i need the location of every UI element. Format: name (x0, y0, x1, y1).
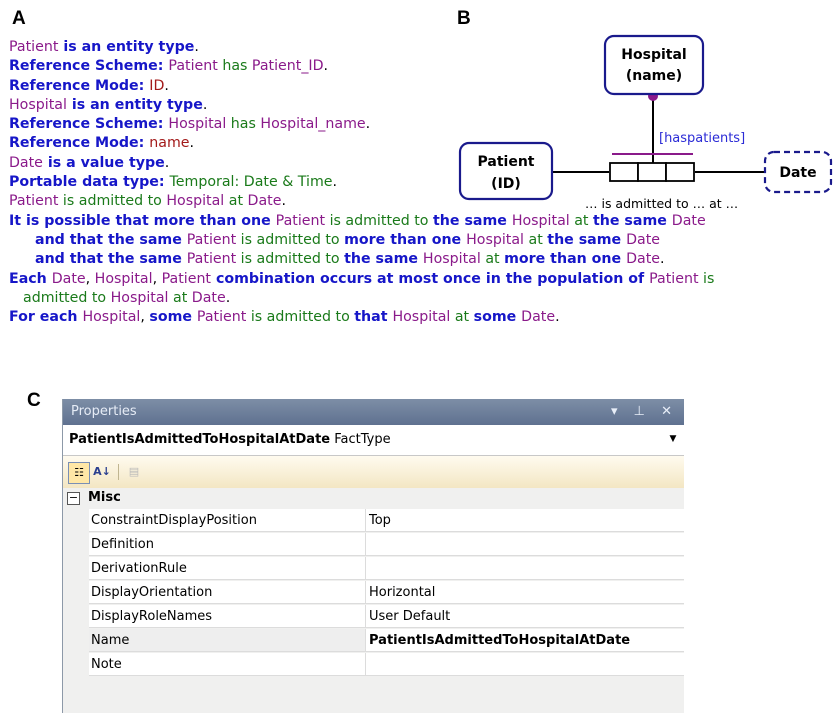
property-row[interactable]: DisplayOrientation Horizontal (63, 581, 684, 605)
property-row[interactable]: Note (63, 653, 684, 677)
property-name: Definition (89, 533, 366, 556)
role-box-hospital[interactable] (637, 162, 667, 182)
panel-a-letter: A (12, 8, 26, 29)
chevron-down-icon[interactable]: ▼ (669, 434, 677, 444)
titlebar-buttons[interactable]: ▾ ⊥ ✕ (610, 404, 678, 419)
object-selector[interactable]: PatientIsAdmittedToHospitalAtDate FactTy… (63, 425, 684, 456)
date-value-type-name: Date (779, 165, 816, 181)
hospital-entity-name: Hospital (621, 47, 686, 63)
properties-title: Properties (71, 404, 137, 419)
property-name: Note (89, 653, 366, 676)
selected-object-type: FactType (334, 432, 391, 447)
selected-object-name: PatientIsAdmittedToHospitalAtDate (69, 432, 331, 447)
categorized-icon[interactable]: ☷ (68, 462, 90, 484)
property-row[interactable]: Definition (63, 533, 684, 557)
verbalization-line-12: and that the same Patient is admitted to… (35, 251, 665, 268)
properties-toolbar: ☷ A↓ ▤ (63, 456, 684, 489)
verbalization-line-11: and that the same Patient is admitted to… (35, 231, 661, 248)
property-name: Name (89, 629, 366, 652)
alphabetical-sort-icon[interactable]: A↓ (93, 465, 111, 478)
property-value[interactable]: User Default (366, 605, 684, 628)
property-value[interactable]: Horizontal (366, 581, 684, 604)
property-value[interactable] (366, 557, 684, 580)
property-value[interactable] (366, 533, 684, 556)
patient-ref-mode: (ID) (491, 176, 521, 192)
verbalization-line-7: Date is a value type. (9, 154, 170, 171)
property-grid: − Misc ConstraintDisplayPosition Top Def… (63, 488, 684, 713)
properties-window: Properties ▾ ⊥ ✕ PatientIsAdmittedToHosp… (62, 399, 684, 713)
hospital-ref-mode: (name) (626, 68, 682, 84)
verbalization-line-13: Each Date, Hospital, Patient combination… (9, 270, 715, 287)
category-label: Misc (88, 490, 121, 505)
verbalization-line-9: Patient is admitted to Hospital at Date. (9, 193, 286, 210)
verbalization-line-15: For each Hospital, some Patient is admit… (9, 309, 560, 326)
property-row[interactable]: DisplayRoleNames User Default (63, 605, 684, 629)
fact-type-roles[interactable] (609, 162, 695, 182)
property-row[interactable]: DerivationRule (63, 557, 684, 581)
hospital-entity[interactable]: Hospital (name) (603, 34, 705, 96)
fact-type-reading: … is admitted to … at … (585, 196, 738, 210)
property-value[interactable] (366, 653, 684, 676)
property-row-selected[interactable]: Name PatientIsAdmittedToHospitalAtDate (63, 629, 684, 653)
verbalization-line-6: Reference Mode: name. (9, 135, 195, 152)
object-selector-text: PatientIsAdmittedToHospitalAtDate FactTy… (69, 432, 391, 447)
collapse-icon[interactable]: − (67, 491, 80, 505)
verbalization-line-1: Patient is an entity type. (9, 39, 199, 55)
properties-titlebar: Properties ▾ ⊥ ✕ (63, 399, 684, 425)
role-box-patient[interactable] (609, 162, 639, 182)
panel-b-letter: B (457, 8, 471, 29)
role-box-date[interactable] (665, 162, 695, 182)
property-value[interactable]: Top (366, 509, 684, 532)
patient-entity[interactable]: Patient (ID) (458, 141, 554, 201)
verbalization-line-4: Hospital is an entity type. (9, 96, 208, 113)
verbalization-line-2: Reference Scheme: Patient has Patient_ID… (9, 58, 329, 75)
property-pages-icon[interactable]: ▤ (128, 465, 140, 478)
panel-c-letter: C (27, 390, 41, 411)
property-row[interactable]: ConstraintDisplayPosition Top (63, 509, 684, 533)
verbalization-panel: Patient is an entity type. Reference Sch… (9, 38, 831, 327)
verbalization-line-14: admitted to Hospital at Date. (23, 289, 231, 306)
date-value-type[interactable]: Date (763, 150, 833, 194)
property-name: DisplayOrientation (89, 581, 366, 604)
toolbar-separator (118, 464, 119, 480)
property-name: DisplayRoleNames (89, 605, 366, 628)
verbalization-line-10: It is possible that more than one Patien… (9, 212, 706, 229)
property-name: DerivationRule (89, 557, 366, 580)
property-name: ConstraintDisplayPosition (89, 509, 366, 532)
property-value[interactable]: PatientIsAdmittedToHospitalAtDate (366, 629, 684, 652)
patient-entity-name: Patient (478, 154, 535, 170)
verbalization-line-8: Portable data type: Temporal: Date & Tim… (9, 174, 338, 191)
category-row-misc[interactable]: − Misc (63, 488, 684, 509)
role-name-label: [haspatients] (659, 131, 745, 146)
verbalization-line-5: Reference Scheme: Hospital has Hospital_… (9, 116, 371, 133)
orm-diagram: Hospital (name) Patient (ID) Date [haspa… (458, 34, 833, 210)
verbalization-line-3: Reference Mode: ID. (9, 77, 169, 94)
